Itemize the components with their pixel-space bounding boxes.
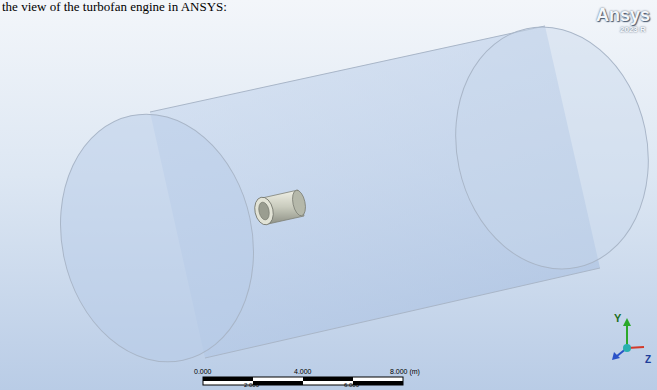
enclosure-far-face [434, 9, 657, 287]
axis-triad [612, 318, 644, 360]
enclosure-edge [205, 268, 600, 358]
scale-value: 0.000 [194, 368, 212, 376]
axis-label: Z [645, 354, 651, 365]
version-text: 2023 R [620, 26, 646, 35]
enclosure-near-face [38, 96, 276, 380]
scale-bar [203, 377, 403, 385]
scale-value: 6.000 [344, 382, 359, 389]
turbofan-engine [252, 189, 307, 227]
caption-text: the view of the turbofan engine in ANSYS… [2, 0, 227, 14]
scale-value: 4.000 [294, 368, 312, 376]
scale-value: 8.000 (m) [390, 368, 420, 376]
logo-text: Ansys [596, 6, 650, 26]
axis-label: Y [614, 312, 621, 324]
scale-value: 2.000 [244, 382, 259, 389]
